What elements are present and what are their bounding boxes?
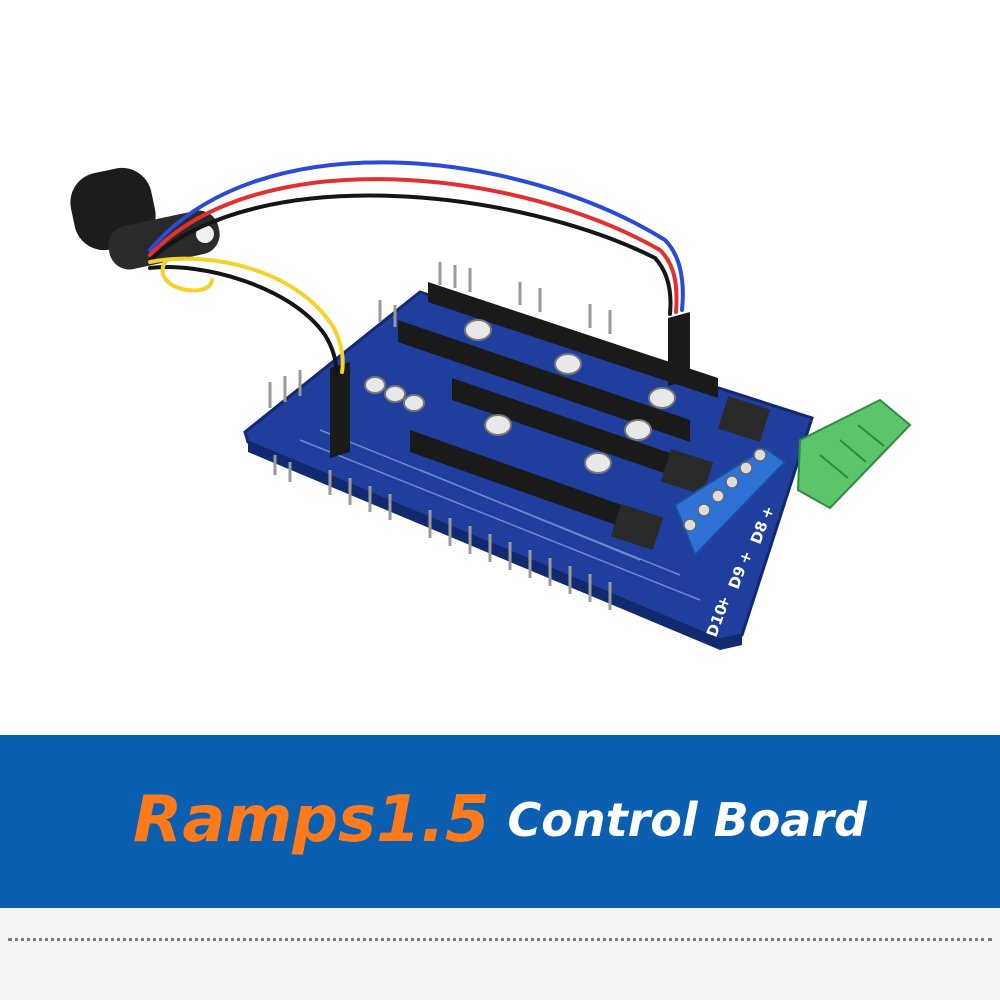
- product-name: Ramps1.5: [133, 782, 490, 857]
- label-plus-mid: +: [735, 548, 756, 566]
- label-plus-top: +: [757, 503, 778, 521]
- screw-terminal: [673, 446, 787, 557]
- product-subtitle: Control Board: [507, 792, 867, 847]
- dotted-divider: [8, 938, 992, 941]
- label-plus-low: +: [713, 593, 734, 611]
- top-pins: [268, 262, 612, 408]
- mosfets: [610, 396, 771, 550]
- wires: [148, 160, 685, 376]
- ramps-board-illustration: + D8 + D9 + D10: [70, 160, 912, 650]
- capacitors: [364, 319, 676, 474]
- green-connector: [796, 398, 912, 510]
- title-banner: Ramps1.5 Control Board: [0, 735, 1000, 908]
- bottom-pins: [273, 455, 612, 610]
- banner-text: Ramps1.5 Control Board: [0, 735, 1000, 908]
- footer-strip: [0, 908, 1000, 1000]
- stepper-headers: [330, 282, 718, 537]
- product-photo: + D8 + D9 + D10: [70, 160, 912, 650]
